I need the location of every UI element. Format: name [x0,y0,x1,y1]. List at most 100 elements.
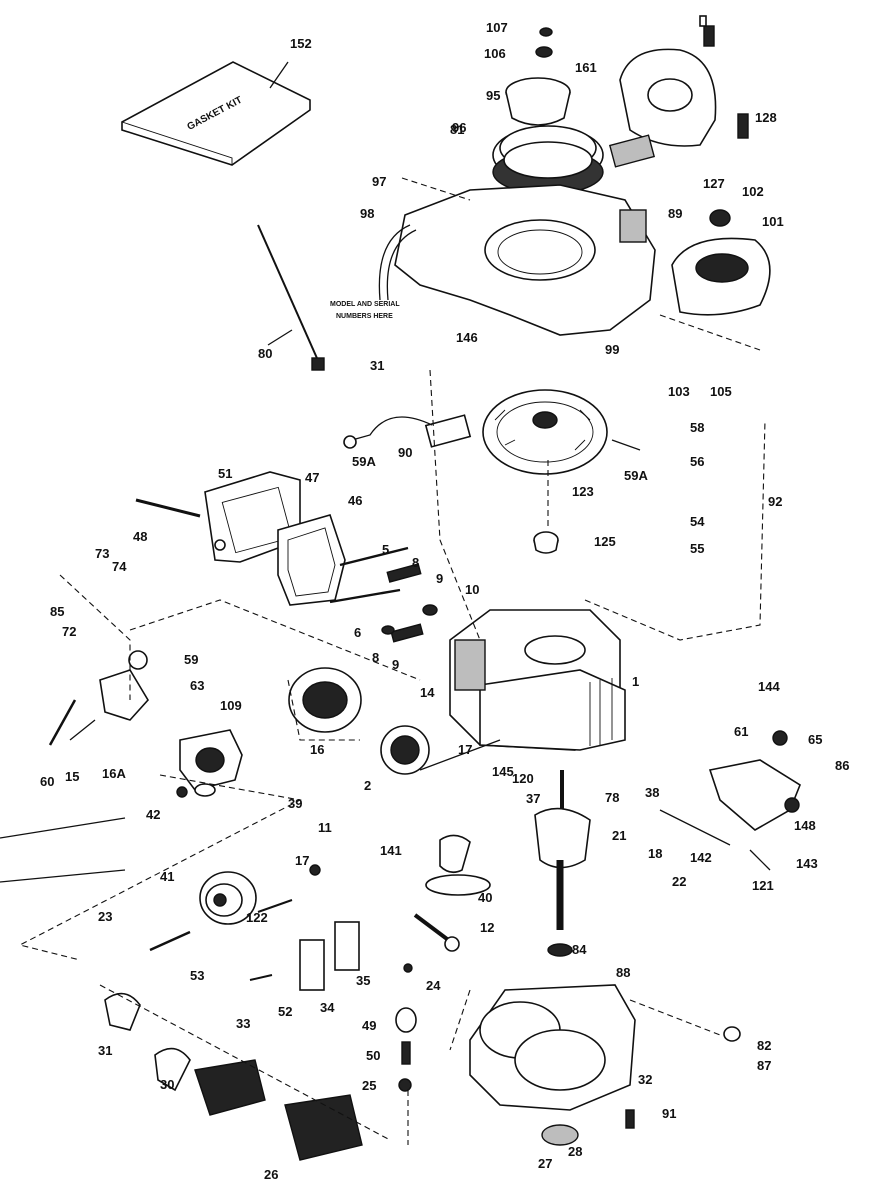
part-label-30: 30 [160,1077,174,1092]
part-label-32: 32 [638,1072,652,1087]
gasket-kit: GASKET KIT [121,61,311,166]
part-label-95: 95 [486,88,500,103]
spark-plug-top [699,15,715,47]
housing-text-line1: MODEL AND SERIAL [330,301,400,308]
small-fasteners [249,864,741,1129]
part-label-46: 46 [348,493,362,508]
part-label-86: 86 [835,758,849,773]
part-label-21: 21 [612,828,626,843]
part-label-59: 59 [184,652,198,667]
part-label-82: 82 [757,1038,771,1053]
part-label-99: 99 [605,342,619,357]
part-label-9: 9 [392,657,399,672]
bolt-128 [737,113,749,139]
part-label-16: 16 [310,742,324,757]
air-filter [299,921,360,991]
governor-bracket [659,730,801,871]
part-label-8: 8 [412,555,419,570]
part-label-145: 145 [492,764,514,779]
part-label-5: 5 [382,542,389,557]
part-label-31: 31 [370,358,384,373]
part-label-1: 1 [632,674,639,689]
part-label-101: 101 [762,214,784,229]
valve-assembly [329,546,438,643]
part-label-53: 53 [190,968,204,983]
crankshaft-gear [380,725,501,775]
part-number-labels: 1521071069581161971281279896891021018014… [40,20,849,1182]
part-label-59A: 59A [352,454,376,469]
part-label-25: 25 [362,1078,376,1093]
muffler [659,209,771,351]
part-label-73: 73 [95,546,109,561]
part-label-49: 49 [362,1018,376,1033]
dashed-leaders [18,177,766,1145]
part-label-17: 17 [295,853,309,868]
part-label-38: 38 [645,785,659,800]
part-label-11: 11 [318,820,332,835]
crankshaft [534,770,591,957]
part-label-22: 22 [672,874,686,889]
part-label-34: 34 [320,1000,335,1015]
part-label-18: 18 [648,846,662,861]
part-label-105: 105 [710,384,732,399]
part-label-2: 2 [364,778,371,793]
part-label-127: 127 [703,176,725,191]
part-label-152: 152 [290,36,312,51]
dipstick [257,224,325,371]
part-label-56: 56 [690,454,704,469]
part-label-102: 102 [742,184,764,199]
part-label-61: 61 [734,724,748,739]
carburetor [176,729,243,798]
part-label-72: 72 [62,624,76,639]
flywheel-nut [533,531,559,554]
part-label-60: 60 [40,774,54,789]
engine-block [449,609,626,751]
ignition-module [343,414,472,449]
part-label-78: 78 [605,790,619,805]
part-label-55: 55 [690,541,704,556]
part-label-58: 58 [690,420,704,435]
part-label-91: 91 [662,1106,676,1121]
piston-rod [413,834,491,952]
starter-clutch-ring [492,125,604,195]
fuel-tank [149,871,257,952]
part-label-141: 141 [380,843,402,858]
part-label-97: 97 [372,174,386,189]
part-label-54: 54 [690,514,705,529]
part-label-98: 98 [360,206,374,221]
part-label-37: 37 [526,791,540,806]
part-label-123: 123 [572,484,594,499]
part-label-35: 35 [356,973,370,988]
part-label-52: 52 [278,1004,292,1019]
part-label-16A: 16A [102,766,126,781]
part-label-8: 8 [372,650,379,665]
part-label-15: 15 [65,769,79,784]
part-label-142: 142 [690,850,712,865]
part-label-27: 27 [538,1156,552,1171]
part-label-107: 107 [486,20,508,35]
breather-tube [135,498,201,518]
part-label-48: 48 [133,529,147,544]
starter-cup [505,27,571,126]
part-label-161: 161 [575,60,597,75]
part-label-81: 81 [450,122,464,137]
part-label-121: 121 [752,878,774,893]
part-label-106: 106 [484,46,506,61]
part-label-144: 144 [758,679,780,694]
part-label-9: 9 [436,571,443,586]
camshaft-gear [287,667,362,741]
part-label-26: 26 [264,1167,278,1182]
part-label-40: 40 [478,890,492,905]
part-label-39: 39 [288,796,302,811]
throttle-linkage [48,650,149,746]
part-label-85: 85 [50,604,64,619]
engine-base [469,984,636,1146]
muffler-lower [99,984,391,1161]
part-label-103: 103 [668,384,690,399]
part-label-74: 74 [112,559,127,574]
valve-cover-gasket [277,514,346,606]
flywheel [482,389,641,475]
part-label-146: 146 [456,330,478,345]
part-label-88: 88 [616,965,630,980]
